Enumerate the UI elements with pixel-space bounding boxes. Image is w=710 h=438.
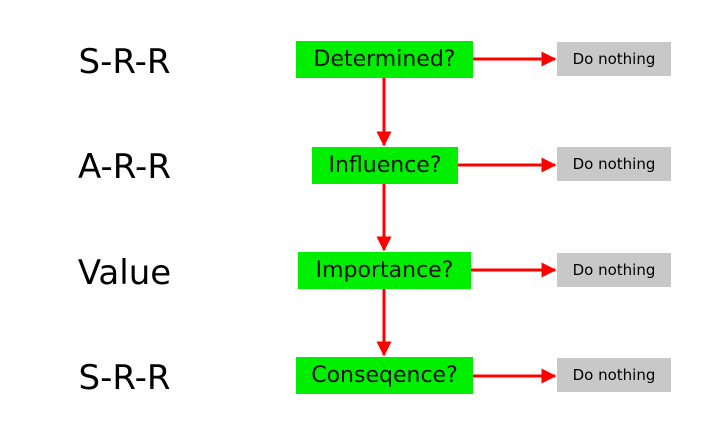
outcome-node-3: Do nothing [557,253,671,287]
question-node-1: Determined? [296,41,473,78]
row-label-1: S-R-R [78,42,171,82]
outcome-node-4: Do nothing [557,358,671,392]
outcome-node-1: Do nothing [557,42,671,76]
outcome-node-2: Do nothing [557,147,671,181]
row-label-2: A-R-R [78,147,171,187]
row-label-4: S-R-R [78,358,171,398]
question-node-2: Influence? [312,147,458,184]
question-node-4: Conseqence? [296,357,473,394]
question-node-3: Importance? [298,252,471,289]
row-label-3: Value [77,253,172,293]
